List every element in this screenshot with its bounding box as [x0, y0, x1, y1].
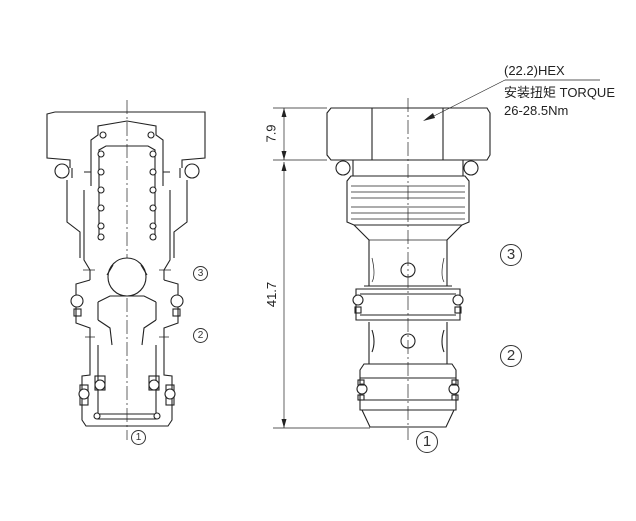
section-view [46, 100, 206, 440]
hex-leader [423, 79, 600, 121]
port-1-label-left: 1 [131, 430, 146, 445]
port-2-label-right: 2 [500, 345, 522, 367]
port-1-label-right: 1 [416, 431, 438, 453]
torque-label: 安装扭矩 TORQUE [504, 85, 615, 100]
hex-size-label: (22.2)HEX [504, 63, 565, 78]
dimension-lines [273, 107, 370, 429]
port-2-label-left: 2 [193, 328, 208, 343]
port-3-label-right: 3 [500, 244, 522, 266]
exterior-view [273, 79, 600, 440]
port-3-label-left: 3 [193, 266, 208, 281]
hex-height-dimension: 7.9 [263, 124, 279, 143]
body-length-dimension: 41.7 [264, 281, 280, 308]
torque-value: 26-28.5Nm [504, 103, 569, 118]
